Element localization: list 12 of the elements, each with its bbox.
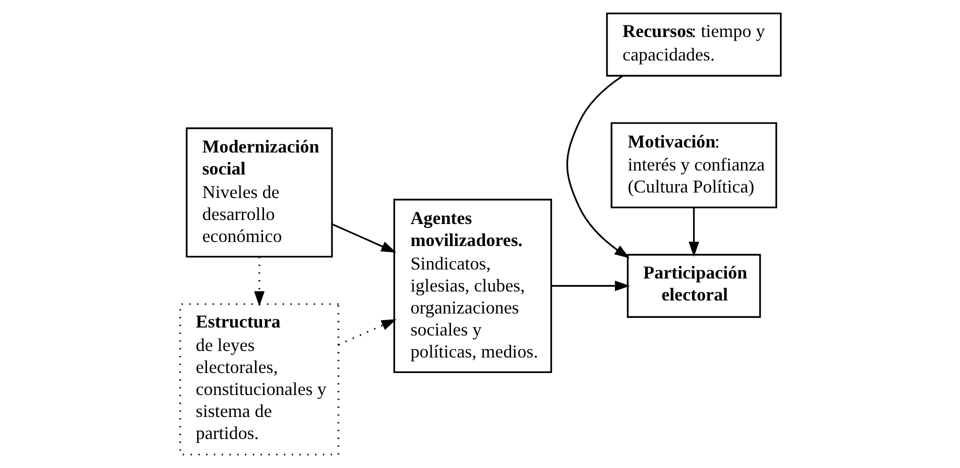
node-box: Modernización social Niveles de desarrollo económico xyxy=(185,127,332,258)
arrow xyxy=(551,280,630,292)
node-box: Estructura de leyes electorales, constitucionales y sistema de partidos. xyxy=(178,303,339,456)
arrow xyxy=(254,256,264,306)
arrow xyxy=(566,75,630,258)
arrow xyxy=(688,208,699,257)
node-box: Participación electoral xyxy=(626,254,760,318)
node-box: Motivación: interés y confianza (Cultura Política) xyxy=(610,122,777,208)
node-box: Recursos: tiempo y capacidades. xyxy=(606,12,782,77)
node-box: Agentes movilizadores. Sindicatos, iglesias, clubes, organizaciones sociales y políticas, medios. xyxy=(392,198,552,373)
arrow xyxy=(331,223,396,253)
arrow xyxy=(338,319,396,346)
